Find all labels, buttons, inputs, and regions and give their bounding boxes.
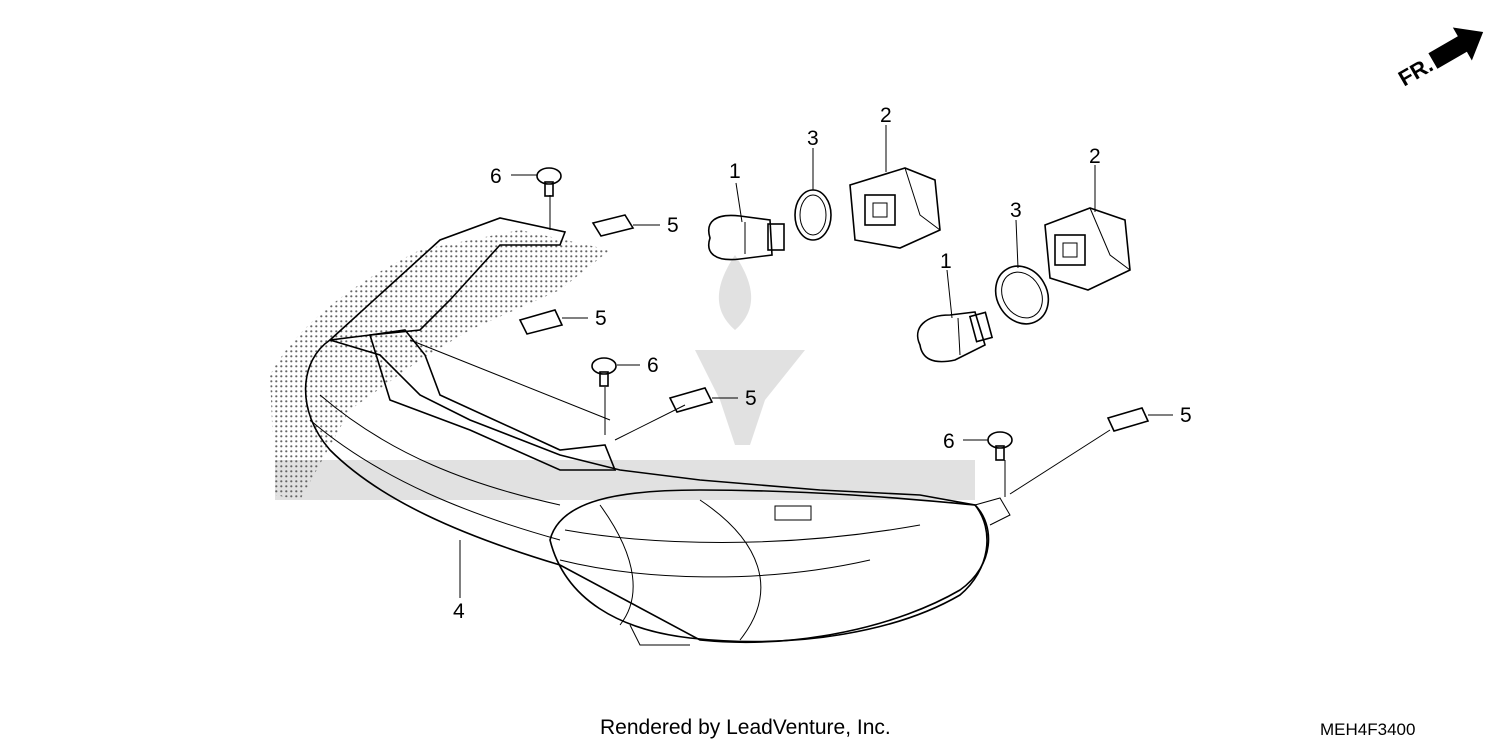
callout-clip-c: 5: [745, 387, 757, 410]
callout-socket-a: 2: [880, 104, 892, 127]
callout-bulb-b: 1: [940, 250, 952, 273]
callout-clip-d: 5: [1180, 404, 1192, 427]
callout-clip-a: 5: [667, 214, 679, 237]
callout-bulb-a: 1: [729, 160, 741, 183]
clip-a: [591, 214, 635, 237]
direction-label: FR.: [1394, 52, 1437, 91]
oring-a: [794, 189, 832, 241]
screw-b: [591, 357, 617, 387]
clip-c: [668, 387, 714, 413]
callout-clip-b: 5: [595, 307, 607, 330]
callout-taillight-unit: 4: [453, 600, 465, 623]
oring-b: [994, 265, 1050, 325]
taillight-housing: [304, 217, 1011, 646]
screw-a: [536, 167, 562, 197]
screw-c: [987, 431, 1013, 461]
callout-screw-c: 6: [943, 430, 955, 453]
housing-shading: [270, 230, 610, 500]
callout-socket-b: 2: [1089, 145, 1101, 168]
callout-screw-a: 6: [490, 165, 502, 188]
socket-a: [849, 167, 941, 249]
front-direction-marker: FR.: [1394, 27, 1484, 91]
callout-screw-b: 6: [647, 354, 659, 377]
diagram-code: MEH4F3400: [1320, 720, 1416, 739]
render-credit: Rendered by LeadVenture, Inc.: [600, 716, 891, 739]
leader-lines: [409, 195, 1111, 598]
bulb-a: [708, 214, 785, 261]
clip-d: [1106, 407, 1150, 432]
bulb-b: [916, 311, 994, 363]
clip-b: [518, 309, 564, 335]
socket-b: [1044, 207, 1131, 291]
callout-oring-a: 3: [807, 127, 819, 150]
callout-oring-b: 3: [1010, 199, 1022, 222]
watermark-logo: [275, 255, 975, 500]
callout-leaders: [511, 125, 1173, 441]
